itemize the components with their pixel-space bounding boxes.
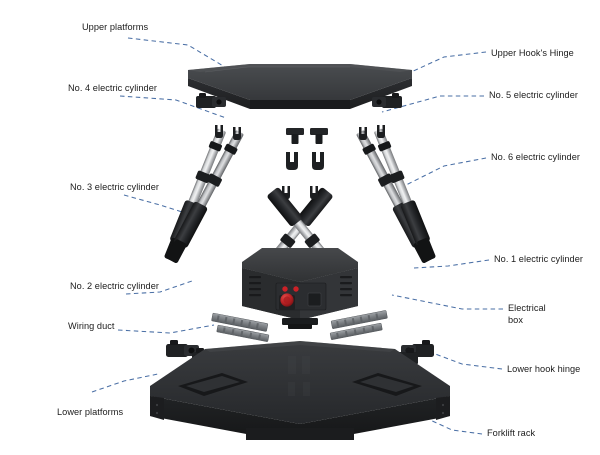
leader-no4-cylinder [119,95,227,119]
electric-cylinder-6 [374,125,436,262]
indicator-light-2 [293,286,299,292]
callout-lower-platforms: Lower platforms [57,407,124,417]
callout-upper-hooks-hinge: Upper Hook's Hinge [491,48,574,58]
callout-electrical-box-line1: Electrical [508,303,546,313]
forklift-rack [178,373,422,396]
leader-lower-platforms [91,373,159,393]
callout-no3-electric-cylinder: No. 3 electric cylinder [70,182,159,192]
callout-no6-electric-cylinder: No. 6 electric cylinder [491,152,580,162]
leader-upper-hooks-hinge [397,51,487,79]
leader-no5-cylinder [381,95,484,113]
leader-wiring-duct [117,324,215,334]
wiring-ducts [211,310,388,342]
callout-electrical-box-line2: box [508,315,523,325]
callout-no2-electric-cylinder: No. 2 electric cylinder [70,281,159,291]
upper-platform [188,64,412,109]
callout-no4-electric-cylinder: No. 4 electric cylinder [68,83,157,93]
callout-forklift-rack: Forklift rack [487,428,536,438]
callout-wiring-duct: Wiring duct [68,321,115,331]
electrical-box [242,248,358,329]
leader-electrical-box [391,294,503,310]
electric-cylinder-3 [166,127,244,263]
callout-no1-electric-cylinder: No. 1 electric cylinder [494,254,583,264]
leader-no2-cylinder [125,280,193,295]
callout-lower-hook-hinge: Lower hook hinge [507,364,581,374]
leader-no1-cylinder [413,259,490,269]
leader-lower-hook-hinge [429,351,503,370]
electric-cylinder-4 [164,125,226,262]
detached-upper-hinges [286,128,328,144]
leader-forklift-rack [427,418,483,435]
upper-hook-hinges [196,93,402,108]
callout-upper-platforms: Upper platforms [82,22,149,32]
leader-no6-cylinder [403,157,487,187]
callout-no5-electric-cylinder: No. 5 electric cylinder [489,90,578,100]
leader-upper-platforms [127,37,231,71]
indicator-light-1 [282,286,288,292]
lower-platform [150,341,450,455]
detached-fork-ends [286,152,324,170]
